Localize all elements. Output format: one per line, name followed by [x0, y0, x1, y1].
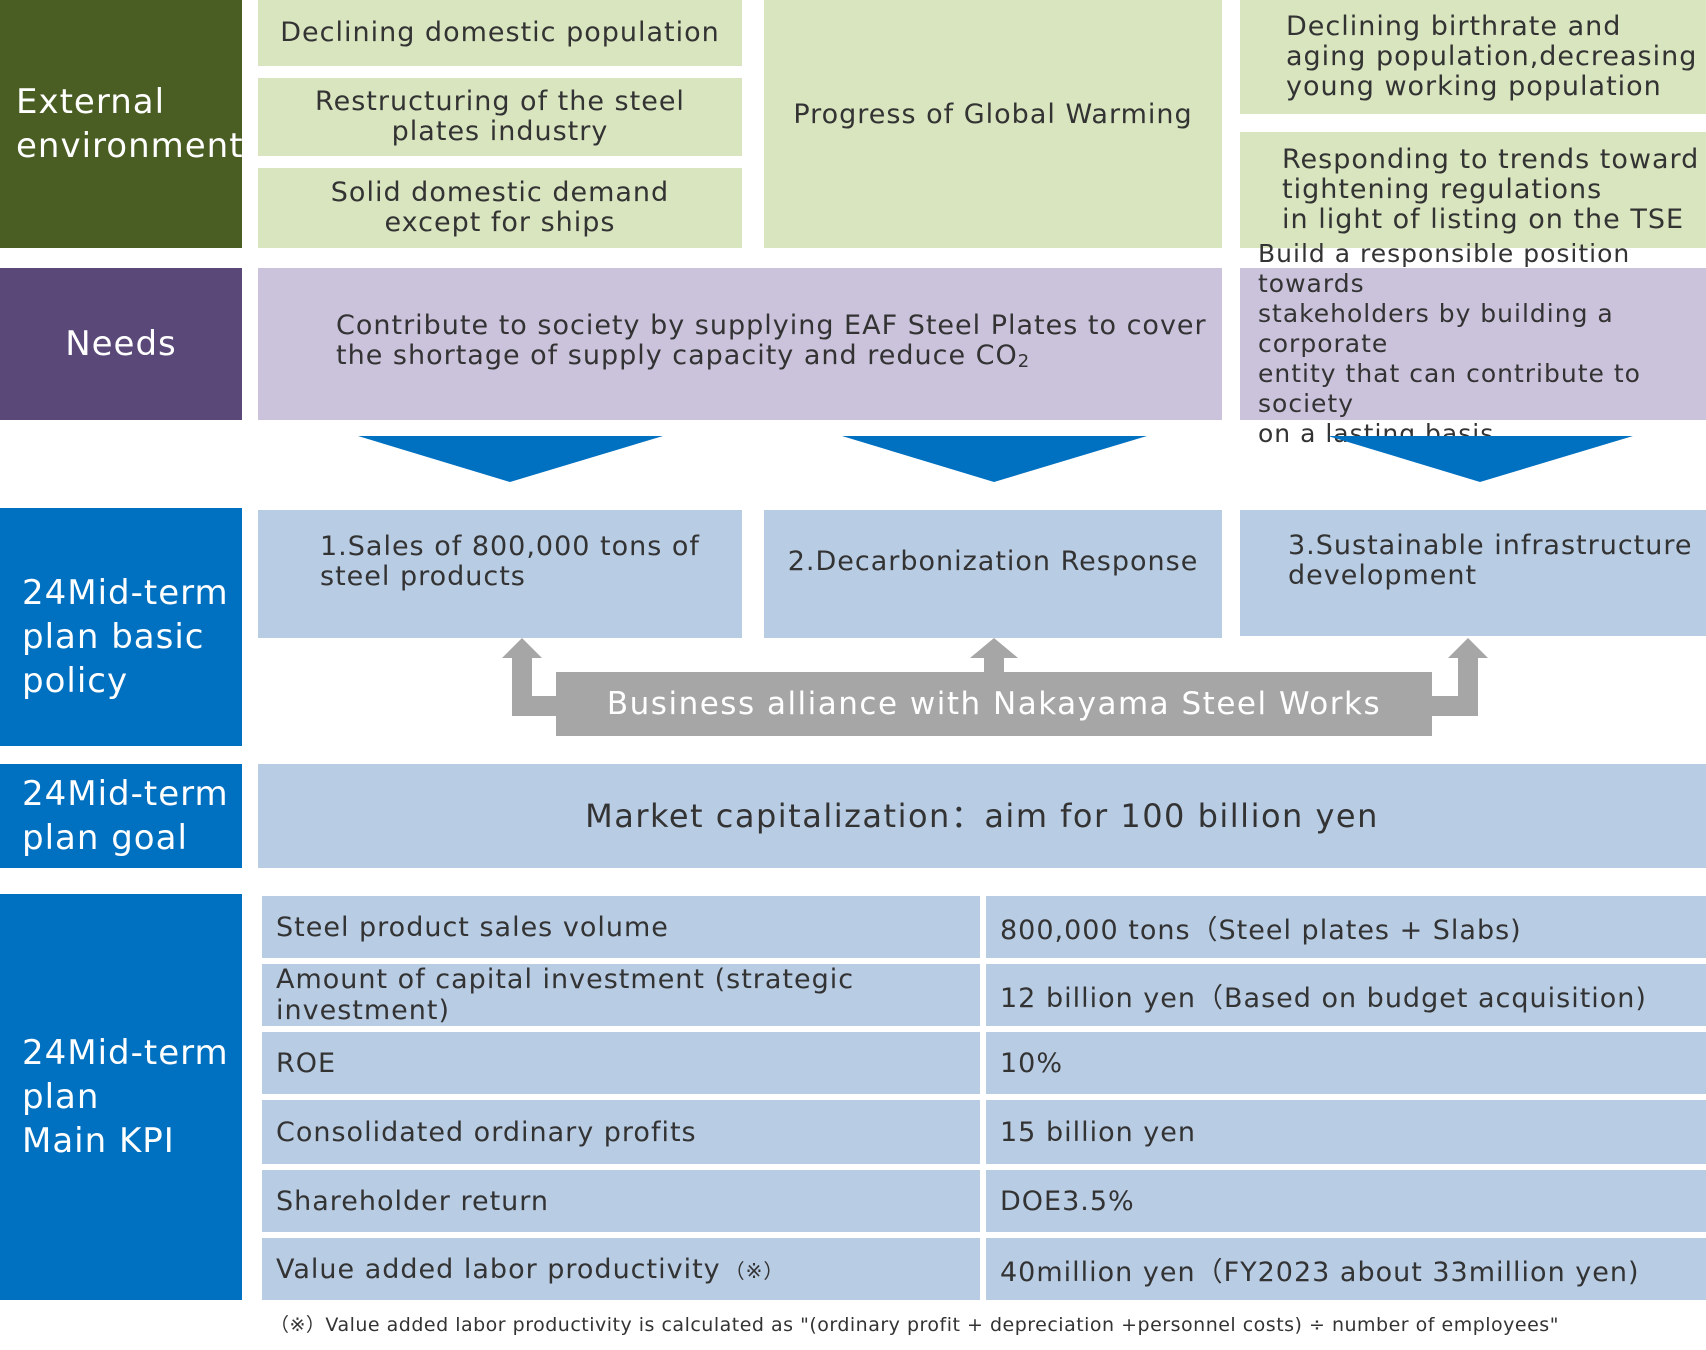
chevron-down-icon-3 [1328, 436, 1633, 482]
chevron-down-icon-2 [842, 436, 1147, 482]
external-item-declining-population: Declining domestic population [258, 0, 742, 66]
external-item-global-warming: Progress of Global Warming [764, 0, 1222, 248]
kpi-value-ordinary-profits: 15 billion yen [986, 1100, 1706, 1164]
kpi-name-roe: ROE [262, 1032, 980, 1094]
kpi-name-sales-volume: Steel product sales volume [262, 896, 980, 958]
needs-main-line1: Contribute to society by supplying EAF S… [336, 310, 1207, 341]
main-kpi-label: 24Mid-term plan Main KPI [0, 894, 242, 1300]
chevron-down-icon-1 [358, 436, 663, 482]
needs-contribute-society: Contribute to society by supplying EAF S… [258, 268, 1222, 420]
kpi-value-capital-investment: 12 billion yen（Based on budget acquisiti… [986, 964, 1706, 1026]
co2-subscript: 2 [1017, 351, 1031, 372]
external-environment-label: External environment [0, 0, 243, 248]
kpi-name-ordinary-profits: Consolidated ordinary profits [262, 1100, 980, 1164]
kpi-footnote-mark: （※） [724, 1258, 785, 1283]
needs-main-line2: the shortage of supply capacity and redu… [336, 340, 1031, 373]
policy-item-sales: 1.Sales of 800,000 tons of steel product… [258, 510, 742, 638]
needs-label: Needs [0, 268, 242, 420]
kpi-name-labor-productivity: Value added labor productivity （※） [262, 1238, 980, 1300]
policy-item-infrastructure: 3.Sustainable infrastructure development [1240, 510, 1706, 636]
kpi-value-labor-productivity: 40million yen（FY2023 about 33million yen… [986, 1238, 1706, 1300]
market-capitalization-goal: Market capitalization：aim for 100 billio… [258, 764, 1706, 868]
kpi-name-capital-investment: Amount of capital investment (strategic … [262, 964, 980, 1026]
external-item-domestic-demand: Solid domestic demand except for ships [258, 168, 742, 248]
business-alliance-bar: Business alliance with Nakayama Steel Wo… [556, 672, 1432, 736]
external-item-birthrate: Declining birthrate and aging population… [1240, 0, 1706, 114]
kpi-value-roe: 10% [986, 1032, 1706, 1094]
policy-item-decarbonization: 2.Decarbonization Response [764, 510, 1222, 638]
up-arrow-icon-left [502, 638, 560, 716]
kpi-name-shareholder-return: Shareholder return [262, 1170, 980, 1232]
plan-goal-label: 24Mid-term plan goal [0, 764, 242, 868]
kpi-value-sales-volume: 800,000 tons（Steel plates + Slabs) [986, 896, 1706, 958]
footnote: （※）Value added labor productivity is cal… [270, 1314, 1559, 1336]
basic-policy-label: 24Mid-term plan basic policy [0, 508, 242, 746]
kpi-value-shareholder-return: DOE3.5% [986, 1170, 1706, 1232]
kpi-name-labor-productivity-text: Value added labor productivity [276, 1253, 721, 1285]
up-arrow-icon-middle [970, 638, 1018, 672]
external-item-regulations: Responding to trends toward tightening r… [1240, 132, 1706, 248]
external-item-restructuring: Restructuring of the steel plates indust… [258, 78, 742, 156]
up-arrow-icon-right-body [1430, 638, 1488, 716]
